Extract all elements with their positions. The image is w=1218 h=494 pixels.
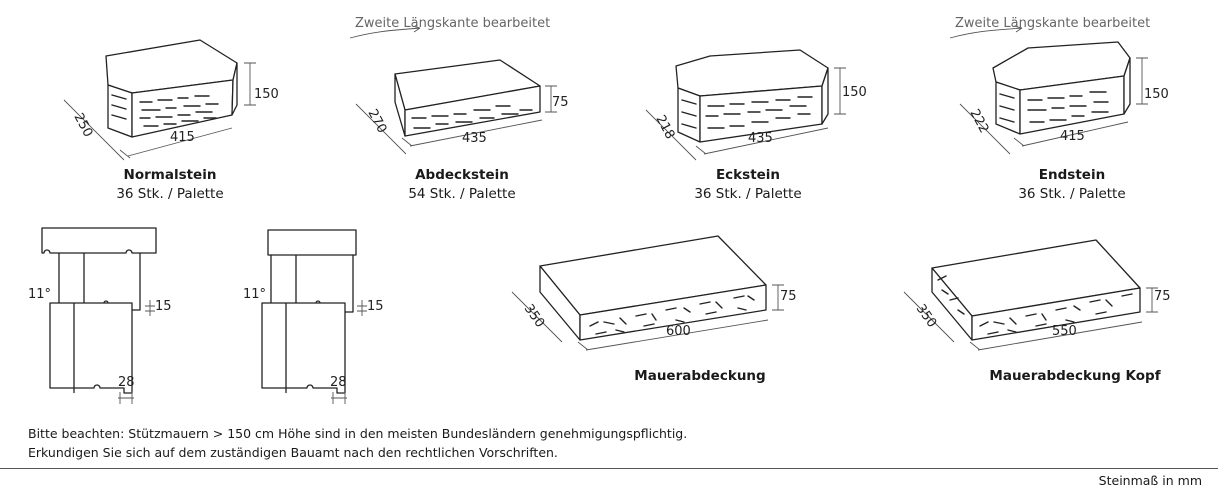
product-label-endstein: Endstein 36 Stk. / Palette (972, 166, 1172, 204)
product-qty: 54 Stk. / Palette (408, 186, 516, 202)
eckstein-height: 150 (842, 85, 867, 100)
normalstein-height: 150 (254, 87, 279, 102)
product-label-mauerabdeckung: Mauerabdeckung (600, 367, 800, 386)
abdeckstein-drawing: Zweite Längskante bearbeitet 75 435 270 (349, 16, 569, 155)
eckstein-length: 435 (748, 131, 773, 146)
annotation-second-edge-endstein: Zweite Längskante bearbeitet (955, 16, 1150, 31)
mauerabdeckung-length: 600 (666, 324, 691, 339)
product-qty: 36 Stk. / Palette (1018, 186, 1126, 202)
footer-divider (0, 468, 1218, 469)
endstein-drawing: Zweite Längskante bearbeitet 150 415 222 (949, 16, 1169, 155)
product-qty: 36 Stk. / Palette (116, 186, 224, 202)
section-drawing-1: 11° 15 28 (28, 227, 172, 404)
product-label-abdeckstein: Abdeckstein 54 Stk. / Palette (362, 166, 562, 204)
mauerabdeckung-kopf-height: 75 (1154, 289, 1171, 304)
mauerabdeckung-height: 75 (780, 289, 797, 304)
product-label-normalstein: Normalstein 36 Stk. / Palette (70, 166, 270, 204)
product-name: Normalstein (123, 167, 217, 183)
endstein-length: 415 (1060, 129, 1085, 144)
normalstein-length: 415 (170, 130, 195, 145)
product-label-eckstein: Eckstein 36 Stk. / Palette (648, 166, 848, 204)
unit-note: Steinmaß in mm (1098, 473, 1202, 488)
annotation-second-edge: Zweite Längskante bearbeitet (355, 16, 550, 31)
abdeckstein-depth: 270 (364, 107, 389, 136)
note-line: Erkundigen Sie sich auf dem zuständigen … (28, 445, 558, 460)
abdeckstein-length: 435 (462, 131, 487, 146)
product-name: Mauerabdeckung Kopf (989, 368, 1161, 384)
mauerabdeckung-drawing: 75 600 350 (511, 235, 797, 351)
abdeckstein-height: 75 (552, 95, 569, 110)
product-name: Mauerabdeckung (634, 368, 766, 384)
note-line: Bitte beachten: Stützmauern > 150 cm Höh… (28, 426, 688, 441)
section-drawing-2: 11° 15 28 (243, 229, 384, 404)
endstein-height: 150 (1144, 87, 1169, 102)
mauerabdeckung-kopf-drawing: 75 550 350 (903, 239, 1171, 351)
mauerabdeckung-depth: 350 (521, 302, 548, 331)
product-qty: 36 Stk. / Palette (694, 186, 802, 202)
product-name: Endstein (1038, 167, 1106, 183)
mauerabdeckung-kopf-length: 550 (1052, 324, 1077, 339)
section-2-offset: 15 (367, 299, 384, 314)
eckstein-drawing: 150 435 218 (645, 49, 867, 161)
product-name: Eckstein (715, 167, 781, 183)
section-1-angle: 11° (28, 287, 51, 302)
normalstein-depth: 250 (70, 111, 95, 140)
mauerabdeckung-kopf-depth: 350 (913, 302, 940, 331)
product-name: Abdeckstein (415, 167, 509, 183)
section-2-step: 28 (330, 375, 347, 390)
section-1-step: 28 (118, 375, 135, 390)
section-1-offset: 15 (155, 299, 172, 314)
legal-note: Bitte beachten: Stützmauern > 150 cm Höh… (28, 424, 687, 462)
normalstein-drawing: 150 415 250 (63, 39, 279, 161)
section-2-angle: 11° (243, 287, 266, 302)
product-label-mauerabdeckung-kopf: Mauerabdeckung Kopf (975, 367, 1175, 386)
